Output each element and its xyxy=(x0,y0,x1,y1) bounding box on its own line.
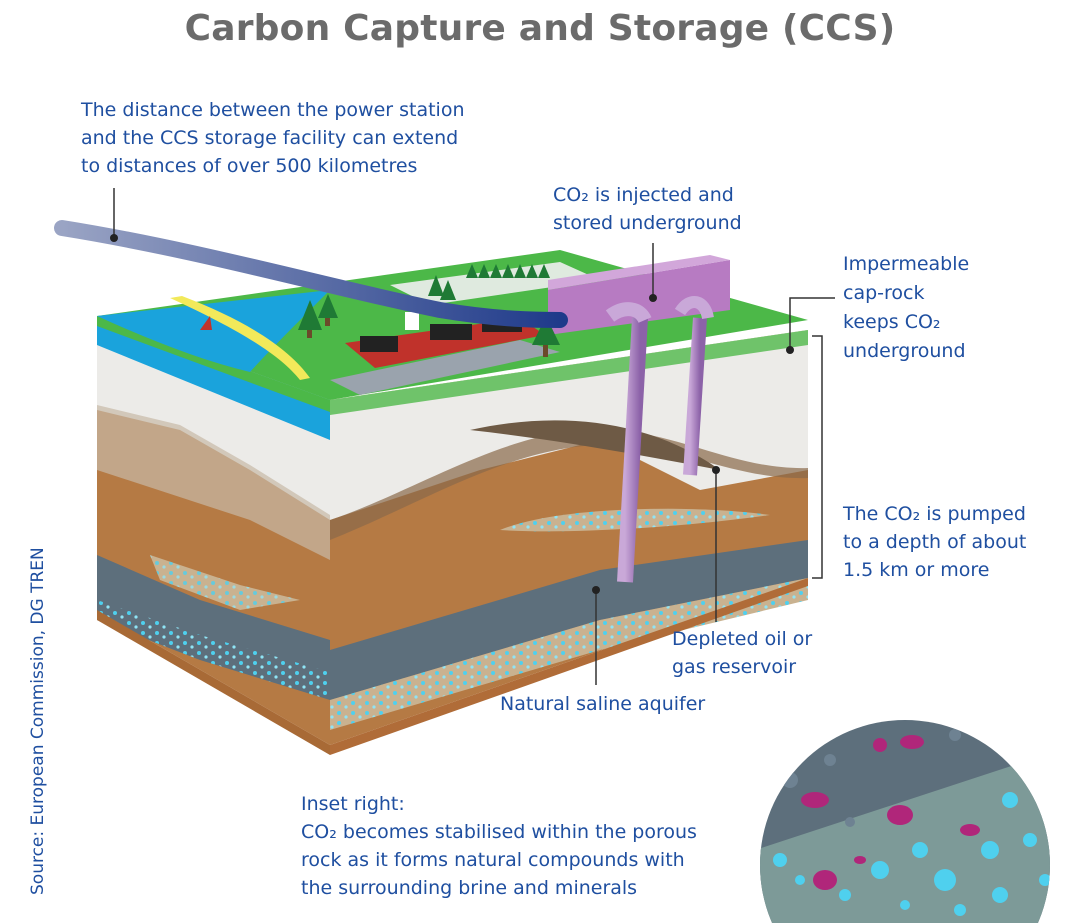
inset-rock-closeup xyxy=(760,720,1050,923)
source-credit: Source: European Commission, DG TREN xyxy=(28,547,48,895)
injection-wells xyxy=(605,296,714,583)
diagram-title: Carbon Capture and Storage (CCS) xyxy=(184,8,896,49)
pipeline xyxy=(54,220,568,328)
caprock-annotation: Impermeable cap-rock keeps CO₂ undergrou… xyxy=(843,253,970,362)
inset-annotation: Inset right: CO₂ becomes stabilised with… xyxy=(301,793,697,899)
depth-annotation: The CO₂ is pumped to a depth of about 1.… xyxy=(843,503,1027,581)
trees xyxy=(298,264,560,357)
pipeline-annotation: The distance between the power station a… xyxy=(81,99,465,177)
leader-lines xyxy=(113,188,835,685)
block-front-face xyxy=(97,316,330,745)
aquifer-annotation: Natural saline aquifer xyxy=(500,693,706,715)
reservoir-annotation: Depleted oil or gas reservoir xyxy=(672,628,813,678)
leader-dots xyxy=(110,234,794,594)
injected-annotation: CO₂ is injected and stored underground xyxy=(553,184,742,234)
